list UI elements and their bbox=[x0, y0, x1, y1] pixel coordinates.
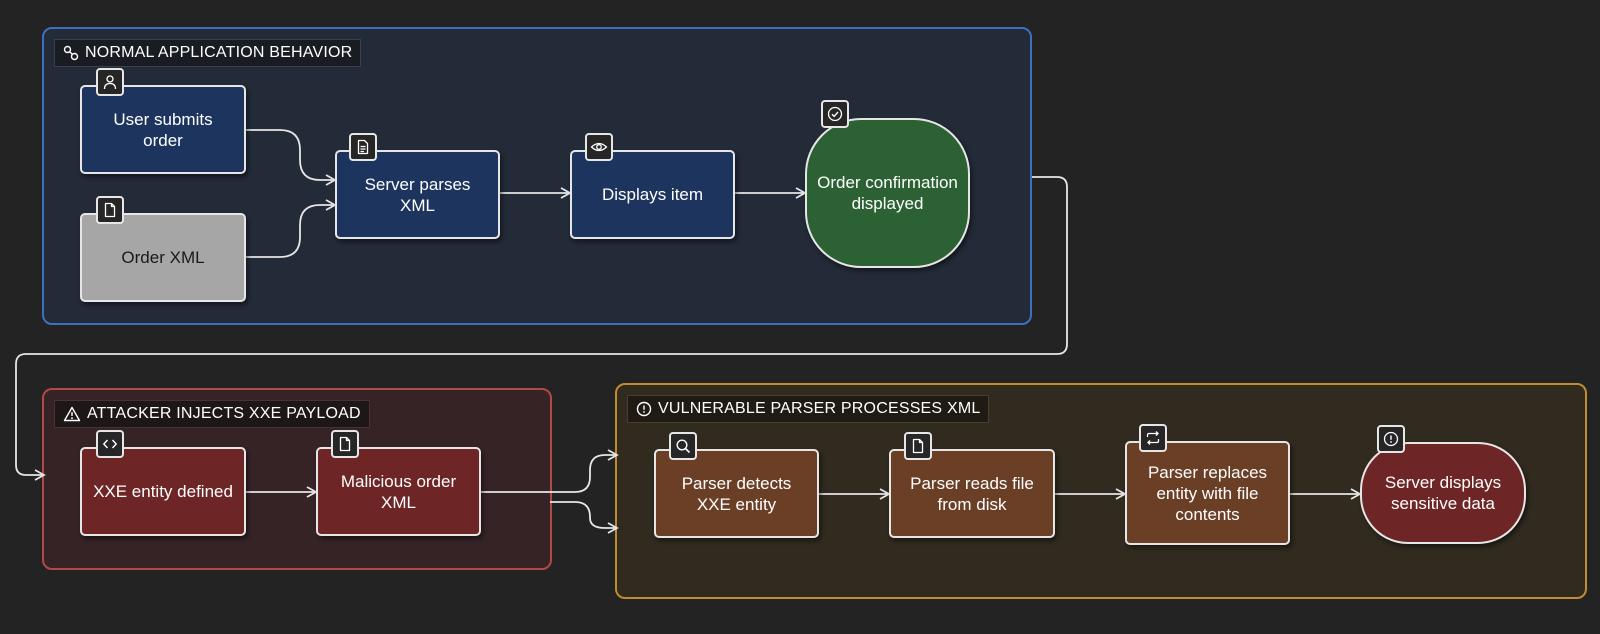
group-label-normal: NORMAL APPLICATION BEHAVIOR bbox=[54, 39, 362, 67]
node-order-confirmation-displayed[interactable]: Order confirmation displayed bbox=[805, 118, 970, 268]
repeat-icon bbox=[1139, 424, 1167, 452]
node-parser-replaces-entity[interactable]: Parser replaces entity with file content… bbox=[1125, 441, 1290, 545]
user-icon bbox=[96, 68, 124, 96]
file-icon bbox=[96, 196, 124, 224]
code-icon bbox=[96, 430, 124, 458]
group-title-attacker: ATTACKER INJECTS XXE PAYLOAD bbox=[87, 405, 361, 422]
file-icon bbox=[331, 430, 359, 458]
alert-circle-icon bbox=[1377, 425, 1405, 453]
node-parser-detects-xxe[interactable]: Parser detects XXE entity bbox=[654, 449, 819, 538]
node-server-displays-sensitive-data[interactable]: Server displays sensitive data bbox=[1360, 442, 1526, 544]
eye-icon bbox=[585, 133, 613, 161]
group-label-attacker: ATTACKER INJECTS XXE PAYLOAD bbox=[54, 400, 370, 428]
group-title-vulnerable: VULNERABLE PARSER PROCESSES XML bbox=[658, 400, 981, 417]
alert-circle-icon bbox=[636, 401, 652, 417]
node-order-xml[interactable]: Order XML bbox=[80, 213, 246, 302]
node-server-parses-xml[interactable]: Server parses XML bbox=[335, 150, 500, 239]
edge-malicious-to-vulnerable-b bbox=[550, 501, 619, 534]
node-label: XXE entity defined bbox=[93, 482, 233, 501]
node-label: Parser detects XXE entity bbox=[681, 473, 792, 514]
check-circle-icon bbox=[821, 100, 849, 128]
node-xxe-entity-defined[interactable]: XXE entity defined bbox=[80, 447, 246, 536]
node-label: Server parses XML bbox=[364, 174, 471, 215]
document-icon bbox=[349, 133, 377, 161]
node-label: Malicious order XML bbox=[340, 471, 457, 512]
node-label: Server displays sensitive data bbox=[1384, 473, 1502, 513]
node-displays-item[interactable]: Displays item bbox=[570, 150, 735, 239]
node-label: Order confirmation displayed bbox=[817, 173, 958, 213]
node-label: User submits order bbox=[113, 109, 213, 150]
file-icon bbox=[904, 432, 932, 460]
group-label-vulnerable: VULNERABLE PARSER PROCESSES XML bbox=[627, 395, 990, 423]
search-icon bbox=[669, 432, 697, 460]
node-parser-reads-file[interactable]: Parser reads file from disk bbox=[889, 449, 1055, 538]
node-label: Displays item bbox=[601, 185, 704, 204]
group-title-normal: NORMAL APPLICATION BEHAVIOR bbox=[85, 44, 353, 61]
node-user-submits-order[interactable]: User submits order bbox=[80, 85, 246, 174]
node-label: Order XML bbox=[121, 248, 205, 267]
warning-icon bbox=[63, 406, 81, 422]
node-malicious-order-xml[interactable]: Malicious order XML bbox=[316, 447, 481, 536]
node-label: Parser replaces entity with file content… bbox=[1147, 462, 1268, 524]
workflow-icon bbox=[63, 45, 79, 61]
node-label: Parser reads file from disk bbox=[910, 473, 1034, 514]
